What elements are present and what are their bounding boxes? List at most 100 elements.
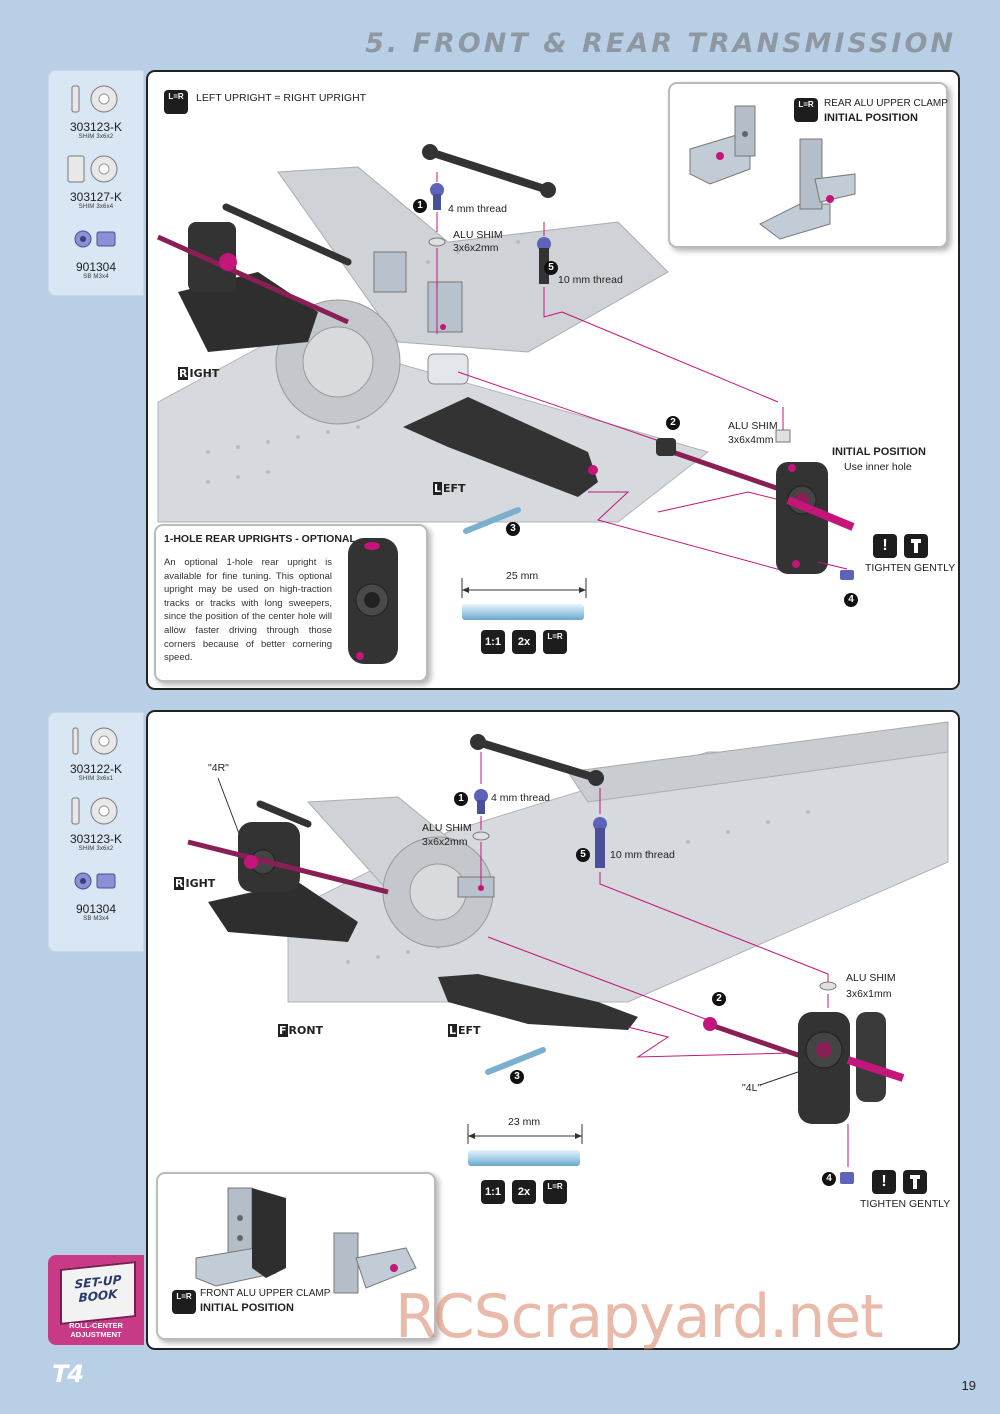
quantity-badge: 2x [512,630,536,654]
clamp-title: REAR ALU UPPER CLAMP [824,98,948,109]
rear-assembly-illustration [156,144,855,580]
warning-icon: ! [873,534,897,558]
left-equals-right-icon: L=R [794,98,818,122]
thread-4mm-label: 4 mm thread [491,792,550,804]
quantity-badge: 2x [512,1180,536,1204]
rod-length-label: 25 mm [506,570,539,582]
alu-shim-label: ALU SHIM [728,420,778,432]
alu-shim-label: ALU SHIM [846,972,896,984]
top-parts-sidebar: 303123-K SHIM 3x6x2 303127-K SHIM 3x6x4 … [48,70,144,296]
hinge-pin-rod [462,604,584,620]
step-number: 1 [454,792,468,806]
washer-icon [67,155,118,183]
alu-shim-size: 3x6x2mm [422,836,468,848]
rear-clamp-illustration [689,105,856,240]
set-screw-icon [74,230,116,248]
step-number: 2 [712,992,726,1006]
rod-dimension-line [467,1124,583,1144]
step-number: 1 [413,199,427,213]
screw-icon [904,534,928,558]
clamp-title: FRONT ALU UPPER CLAMP [200,1288,331,1299]
page-title: 5. FRONT & REAR TRANSMISSION [365,28,956,59]
step-number: 4 [822,1172,836,1186]
tighten-gently-label: TIGHTEN GENTLY [860,1198,951,1210]
clamp-subtitle: INITIAL POSITION [824,112,918,124]
part-code: 303123-K [69,832,123,846]
rod-length-label: 23 mm [508,1116,541,1128]
initial-position-label: INITIAL POSITION [832,446,926,458]
part-code: 303123-K [69,120,123,134]
thread-10mm-label: 10 mm thread [610,849,675,861]
part-item: 901304 SB M3x4 [48,210,144,280]
alu-shim-label: ALU SHIM [453,229,503,241]
symmetry-label: LEFT UPRIGHT = RIGHT UPRIGHT [196,92,367,104]
part-item: 303123-K SHIM 3x6x2 [48,70,144,140]
setup-caption: ROLL-CENTER ADJUSTMENT [69,1321,123,1339]
watermark: RCScrapyard.net [395,1282,884,1352]
part-code: 901304 [75,902,117,916]
part-desc: SHIM 3x6x1 [78,776,114,782]
optional-upright-callout: 1-HOLE REAR UPRIGHTS - OPTIONAL An optio… [154,524,428,682]
setup-book-tab[interactable]: SET-UP BOOK ROLL-CENTER ADJUSTMENT [48,1255,144,1345]
step-number: 3 [510,1070,524,1084]
part-desc: SHIM 3x6x2 [78,134,114,140]
part-item: 303122-K SHIM 3x6x1 [48,712,144,782]
part-desc: SHIM 3x6x4 [78,204,114,210]
left-equals-right-icon: L=R [172,1290,196,1314]
tighten-gently-label: TIGHTEN GENTLY [865,562,956,574]
rear-transmission-panel: L=R LEFT UPRIGHT = RIGHT UPRIGHT 1 4 mm … [146,70,960,690]
tag-4l: "4L" [742,1082,762,1094]
hinge-pin-rod [468,1150,580,1166]
part-item: 303127-K SHIM 3x6x4 [48,140,144,210]
alu-shim-size: 3x6x1mm [846,988,892,1000]
part-item: 303123-K SHIM 3x6x2 [48,782,144,852]
one-hole-upright-illustration [348,538,398,664]
front-clamp-callout: L=R FRONT ALU UPPER CLAMP INITIAL POSITI… [156,1172,436,1340]
front-transmission-panel: "4R" "4L" 1 4 mm thread ALU SHIM 3x6x2mm… [146,710,960,1350]
optional-title: 1-HOLE REAR UPRIGHTS - OPTIONAL [164,533,356,545]
alu-shim-size: 3x6x4mm [728,434,774,446]
thread-4mm-label: 4 mm thread [448,203,507,215]
part-code: 303127-K [69,190,123,204]
rod-dimension-line [461,578,587,598]
scale-badge: 1:1 [481,630,505,654]
bottom-parts-sidebar: 303122-K SHIM 3x6x1 303123-K SHIM 3x6x2 … [48,712,144,952]
footer-logo: T4 [52,1360,84,1388]
part-desc: SHIM 3x6x2 [78,846,114,852]
washer-icon [72,727,118,755]
left-equals-right-icon: L=R [543,630,567,654]
page-number: 19 [961,1378,976,1393]
step-number: 5 [544,261,558,275]
left-equals-right-icon: L=R [543,1180,567,1204]
inner-hole-label: Use inner hole [844,461,912,473]
screw-icon [903,1170,927,1194]
tag-4r: "4R" [208,762,229,774]
part-item: 901304 SB M3x4 [48,852,144,922]
washer-icon [71,85,118,113]
rear-clamp-callout: L=R REAR ALU UPPER CLAMP INITIAL POSITIO… [668,82,948,248]
part-desc: SB M3x4 [83,274,109,280]
part-code: 901304 [75,260,117,274]
thread-10mm-label: 10 mm thread [558,274,623,286]
part-code: 303122-K [69,762,123,776]
step-number: 5 [576,848,590,862]
part-desc: SB M3x4 [83,916,109,922]
step-number: 3 [506,522,520,536]
scale-badge: 1:1 [481,1180,505,1204]
book-icon: SET-UP BOOK [60,1261,136,1325]
left-equals-right-icon: L=R [164,90,188,114]
front-assembly-illustration [187,721,949,1184]
alu-shim-label: ALU SHIM [422,822,472,834]
front-clamp-illustration [195,1187,417,1294]
clamp-subtitle: INITIAL POSITION [200,1302,294,1314]
optional-text: An optional 1-hole rear upright is avail… [164,557,332,664]
step-number: 4 [844,593,858,607]
alu-shim-size: 3x6x2mm [453,242,499,254]
set-screw-icon [74,872,116,890]
warning-icon: ! [872,1170,896,1194]
